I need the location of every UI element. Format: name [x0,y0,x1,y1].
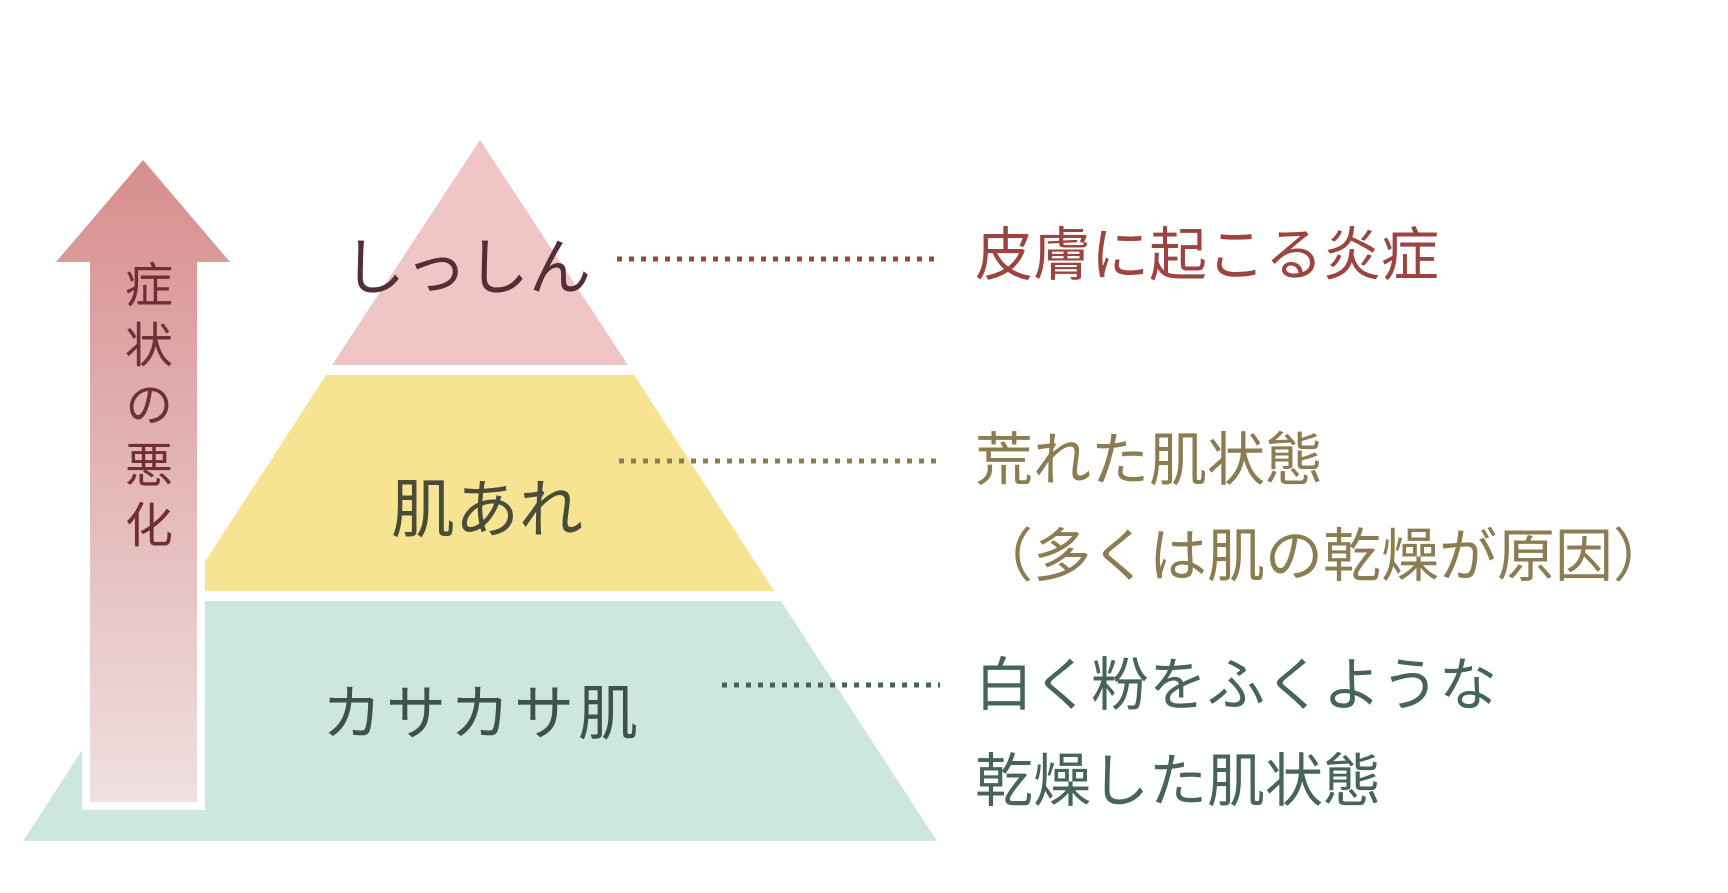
annotation-bottom-line2: 乾燥した肌状態 [975,747,1382,815]
annotation-top-line1: 皮膚に起こる炎症 [975,221,1440,289]
annotation-middle: 荒れた肌状態 （多くは肌の乾燥が原因） [975,412,1671,604]
pyramid-level-top-label: しっしん [342,231,592,304]
pyramid-level-top-shape [332,140,628,365]
pyramid-level-middle-shape [186,375,774,591]
symptom-worsening-arrow-label: 症状の悪化 [116,260,172,560]
annotation-top: 皮膚に起こる炎症 [975,207,1439,303]
pyramid-level-middle-label: 肌あれ [391,474,583,548]
annotation-middle-line2: （多くは肌の乾燥が原因） [975,522,1672,590]
pyramid-level-bottom-label: カサカサ肌 [322,679,642,750]
pyramid-level-bottom-shape [23,601,937,841]
up-arrow-icon [38,147,248,810]
annotation-bottom: 白く粉をふくような 乾燥した肌状態 [975,637,1497,829]
annotation-bottom-line1: 白く粉をふくような [975,651,1498,719]
annotation-middle-line1: 荒れた肌状態 [975,426,1324,494]
